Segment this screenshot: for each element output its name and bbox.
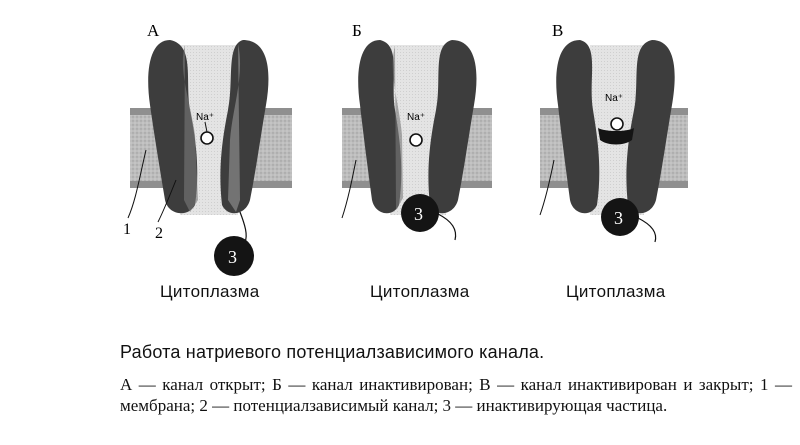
channel-a [148,40,269,276]
leader-line-b [341,159,357,219]
na-label-c: Na⁺ [605,93,623,104]
panel-letter-b: Б [352,21,362,40]
particle-label-b: 3 [414,204,423,224]
leader-line-1 [127,149,147,219]
leader-line-2 [157,179,177,223]
leader-line-c [539,159,555,216]
panel-letter-a: А [147,21,160,40]
particle-label-c: 3 [614,208,623,228]
particle-label-a: 3 [228,247,237,267]
channel-b [358,40,477,241]
label-membrane-number: 1 [123,221,131,238]
na-label-b: Na⁺ [407,112,425,123]
caption-title: Работа натриевого потенциалзависимого ка… [120,342,545,362]
cytoplasm-label-c: Цитоплазма [566,282,666,301]
cytoplasm-label-a: Цитоплазма [160,282,260,301]
channel-diagram: Na⁺ 3 Na⁺ 3 Na⁺ 3 А Б В [123,21,688,276]
panel-letter-c: В [552,21,563,40]
channel-c [556,40,675,243]
caption-text: А — канал открыт; Б — канал инактивирова… [120,375,792,415]
cytoplasm-label-b: Цитоплазма [370,282,470,301]
label-channel-number: 2 [155,225,163,242]
na-label-a: Na⁺ [196,112,214,123]
